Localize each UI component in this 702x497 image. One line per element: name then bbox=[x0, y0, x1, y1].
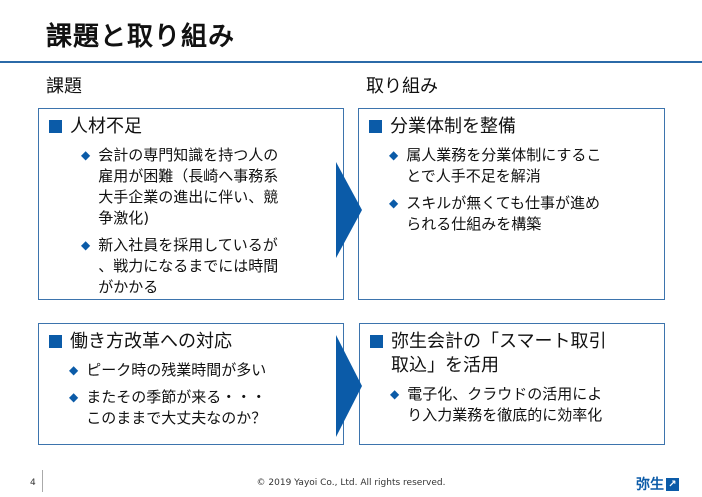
column-label-issues: 課題 bbox=[46, 76, 82, 97]
diamond-bullet-icon: ◆ bbox=[69, 363, 79, 377]
list-item: 属人業務を分業体制にするこ とで人手不足を解消 bbox=[406, 146, 602, 185]
diamond-bullet-icon: ◆ bbox=[389, 196, 399, 210]
list-item: またその季節が来る・・・ このままで大丈夫なのか？ bbox=[86, 388, 267, 427]
diamond-bullet-icon: ◆ bbox=[389, 148, 399, 162]
square-bullet-icon bbox=[49, 120, 62, 133]
logo-mark-icon: ↗ bbox=[666, 477, 679, 491]
square-bullet-icon bbox=[369, 120, 382, 133]
slide-title: 課題と取り組み bbox=[46, 22, 236, 52]
diamond-bullet-icon: ◆ bbox=[81, 148, 91, 162]
diamond-bullet-icon: ◆ bbox=[390, 387, 400, 401]
square-bullet-icon bbox=[49, 335, 62, 348]
list-item: 会計の専門知識を持つ人の 雇用が困難（長崎へ事務系 大手企業の進出に伴い、競 争… bbox=[98, 146, 279, 227]
issue-box-workstyle: 働き方改革への対応 ◆ ピーク時の残業時間が多い ◆ またその季節が来る・・・ この… bbox=[38, 323, 344, 445]
arrow-right-icon bbox=[336, 335, 362, 437]
diamond-bullet-icon: ◆ bbox=[69, 390, 79, 404]
box-heading: 人材不足 bbox=[70, 116, 142, 137]
list-item: 新入社員を採用しているが 、戦力になるまでには時間 がかかる bbox=[98, 236, 279, 296]
box-heading: 分業体制を整備 bbox=[390, 116, 516, 137]
list-item: ピーク時の残業時間が多い bbox=[86, 361, 267, 379]
box-heading: 働き方改革への対応 bbox=[70, 331, 232, 352]
square-bullet-icon bbox=[370, 335, 383, 348]
box-heading: 弥生会計の「スマート取引 取込」を活用 bbox=[391, 331, 607, 376]
issue-box-staffing: 人材不足 ◆ 会計の専門知識を持つ人の 雇用が困難（長崎へ事務系 大手企業の進出に… bbox=[38, 108, 344, 300]
action-box-division: 分業体制を整備 ◆ 属人業務を分業体制にするこ とで人手不足を解消 ◆ スキルが無く… bbox=[358, 108, 665, 300]
logo-text: 弥生 bbox=[636, 477, 664, 493]
footer-divider bbox=[42, 470, 43, 492]
title-divider bbox=[0, 61, 702, 63]
list-item: 電子化、クラウドの活用によ り入力業務を徹底的に効率化 bbox=[407, 385, 603, 424]
column-label-actions: 取り組み bbox=[366, 76, 438, 97]
yayoi-logo: 弥生↗ bbox=[636, 474, 679, 494]
copyright: © 2019 Yayoi Co., Ltd. All rights reserv… bbox=[256, 478, 446, 488]
page-number: 4 bbox=[30, 478, 36, 488]
action-box-smart-import: 弥生会計の「スマート取引 取込」を活用 ◆ 電子化、クラウドの活用によ り入力業務… bbox=[359, 323, 665, 445]
arrow-right-icon bbox=[336, 162, 362, 258]
diamond-bullet-icon: ◆ bbox=[81, 238, 91, 252]
list-item: スキルが無くても仕事が進め られる仕組みを構築 bbox=[406, 194, 601, 233]
